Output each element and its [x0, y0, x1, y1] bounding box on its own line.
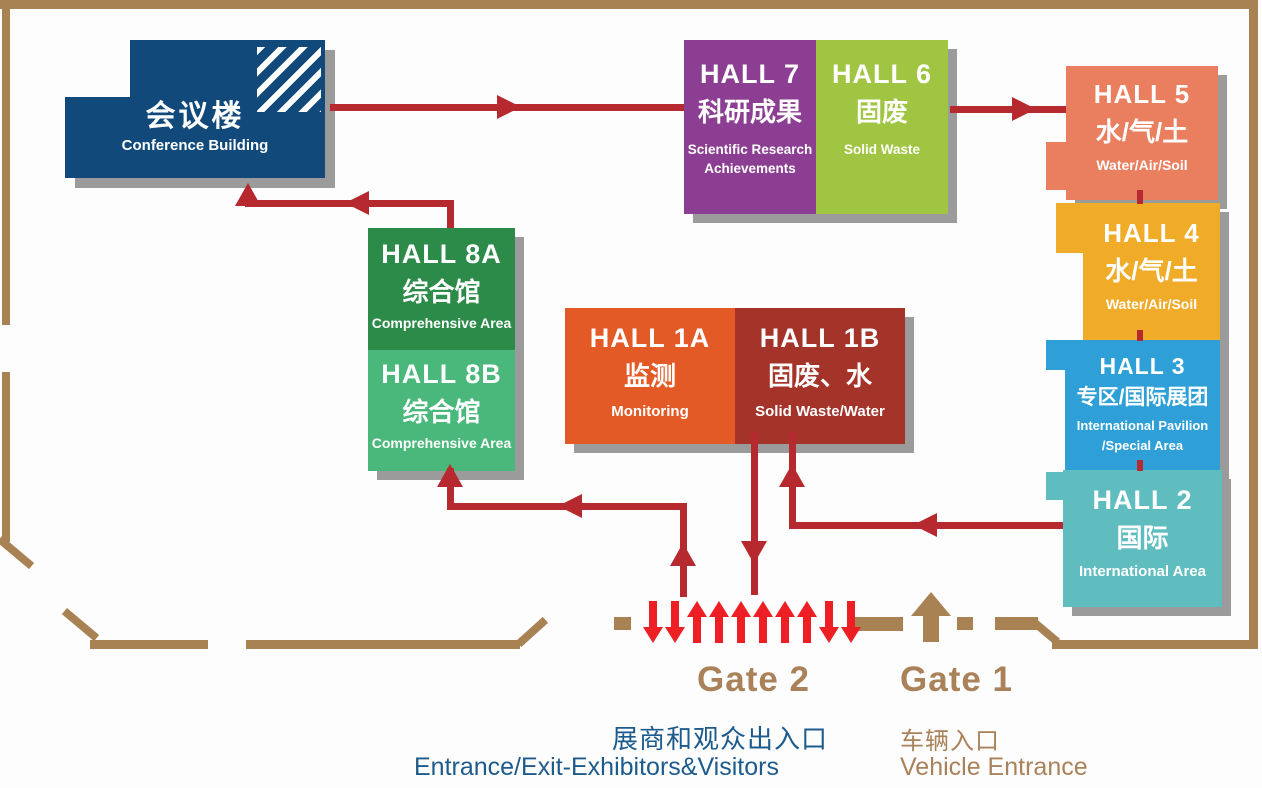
hall-7-name-en: Achievements — [704, 161, 796, 176]
hall-5-title: HALL 5 — [1093, 79, 1191, 109]
gate2-flow-arrow-up-icon — [731, 601, 751, 643]
hall-2-name-zh: 国际 — [1116, 523, 1169, 553]
route-hall6-to-hall5 — [950, 106, 1066, 113]
route-arrow-right-icon — [1012, 97, 1036, 121]
hall-3-name-en: /Special Area — [1101, 438, 1184, 453]
hall-3-door-tab — [1046, 340, 1067, 370]
boundary-left-wall-lower — [2, 372, 10, 542]
hall-8b-title: HALL 8B — [381, 359, 502, 389]
hall-1b-name-en: Solid Waste/Water — [755, 403, 885, 420]
route-hall8a-up-segment — [447, 200, 454, 228]
hall-7-title: HALL 7 — [699, 59, 800, 89]
gate2-flow-arrow-down-icon — [643, 601, 663, 643]
hall-8a-name-zh: 综合馆 — [402, 277, 481, 307]
route-hall3-hall2-connector — [1137, 460, 1143, 471]
conference-building-label: 会议楼 Conference Building — [65, 98, 325, 156]
hatched-roof-icon — [257, 47, 321, 112]
hall-3-name-zh: 专区/国际展团 — [1076, 386, 1209, 409]
gate1-description-zh: 车辆入口 — [900, 728, 1000, 755]
boundary-gate1-dash-1 — [957, 617, 973, 630]
hall-2-block: HALL 2 国际 International Area — [1063, 470, 1222, 607]
boundary-left-corner-diagonal — [0, 536, 35, 570]
hall-5-block: HALL 5 水/气/土 Water/Air/Soil — [1066, 66, 1218, 200]
hall-3-name-en: International Pavilion — [1076, 418, 1209, 433]
hall-3-block: HALL 3 专区/国际展团 International Pavilion /S… — [1065, 340, 1220, 470]
gate1-label: Gate 1 — [900, 660, 1013, 699]
gate1-description-en: Vehicle Entrance — [900, 753, 1088, 781]
hall-1b-title: HALL 1B — [759, 323, 881, 353]
hall-8b-block: HALL 8B 综合馆 Comprehensive Area — [368, 350, 515, 471]
gate1-entrance-arrow-icon — [911, 592, 951, 642]
route-arrow-down-icon — [741, 541, 767, 564]
hall-1a-block: HALL 1A 监测 Monitoring — [565, 308, 735, 444]
gate2-description-en: Entrance/Exit-Exhibitors&Visitors — [414, 753, 779, 781]
boundary-bottom-wall-3 — [1052, 640, 1258, 649]
hall-6-title: HALL 6 — [831, 59, 932, 89]
route-to-hall8b-segment — [447, 468, 454, 508]
conference-building-name-zh: 会议楼 — [145, 100, 245, 133]
hall-8a-block: HALL 8A 综合馆 Comprehensive Area — [368, 228, 515, 358]
gate2-flow-arrow-up-icon — [775, 601, 795, 643]
gate2-flow-arrow-down-icon — [841, 601, 861, 643]
gate2-flow-arrow-up-icon — [709, 601, 729, 643]
hall-4-block: HALL 4 水/气/土 Water/Air/Soil — [1083, 203, 1220, 342]
boundary-left-wall-upper — [2, 9, 10, 325]
route-arrow-up-icon — [235, 183, 261, 206]
hall-7-block: HALL 7 科研成果 Scientific Research Achievem… — [684, 40, 816, 214]
gate2-flow-arrow-down-icon — [819, 601, 839, 643]
hall-8b-name-en: Comprehensive Area — [371, 435, 512, 451]
boundary-gate1-left-bar — [853, 617, 903, 631]
hall-1a-name-zh: 监测 — [623, 361, 676, 391]
hall-1a-title: HALL 1A — [589, 323, 711, 353]
hall-1b-block: HALL 1B 固废、水 Solid Waste/Water — [735, 308, 905, 444]
hall-5-name-en: Water/Air/Soil — [1096, 157, 1188, 173]
hall-2-name-en: International Area — [1079, 563, 1206, 580]
route-arrow-up-icon — [670, 543, 696, 566]
hall-4-door-tab — [1056, 203, 1084, 253]
hall-2-door-tab — [1046, 472, 1065, 500]
gate2-flow-arrow-up-icon — [797, 601, 817, 643]
hall-6-name-zh: 固废 — [855, 97, 908, 127]
route-arrow-left-icon — [345, 191, 369, 215]
hall-5-name-zh: 水/气/土 — [1095, 117, 1189, 147]
gate2-flow-arrow-up-icon — [753, 601, 773, 643]
route-arrow-up-icon — [779, 464, 805, 487]
route-arrow-up-icon — [437, 464, 463, 487]
boundary-gate1-dash-2 — [995, 617, 1038, 630]
route-arrow-left-icon — [913, 513, 937, 537]
hall-4-name-en: Water/Air/Soil — [1105, 296, 1198, 312]
hall-1b-name-zh: 固废、水 — [767, 361, 872, 391]
hall-5-door-tab — [1046, 142, 1068, 190]
route-hall5-hall4-connector — [1137, 190, 1143, 204]
boundary-bottom-wall-2 — [246, 640, 520, 649]
conference-building-block — [65, 97, 135, 178]
boundary-top-wall — [0, 0, 1258, 9]
hall-7-name-zh: 科研成果 — [697, 97, 802, 127]
hall-1a-name-en: Monitoring — [611, 403, 689, 420]
hall-4-name-zh: 水/气/土 — [1105, 256, 1198, 286]
boundary-right-wall — [1249, 6, 1258, 648]
hall-4-title: HALL 4 — [1103, 218, 1200, 248]
boundary-bottomleft-diagonal — [61, 608, 100, 642]
hall-8b-name-zh: 综合馆 — [402, 397, 481, 427]
gate2-flow-arrow-up-icon — [687, 601, 707, 643]
hall-2-title: HALL 2 — [1092, 485, 1193, 515]
hall-6-name-en: Solid Waste — [843, 142, 920, 157]
conference-building-name-en: Conference Building — [121, 137, 269, 154]
gate2-description-zh: 展商和观众出入口 — [612, 724, 829, 754]
route-hall4-hall3-connector — [1137, 330, 1143, 341]
boundary-gate2-left-diagonal — [516, 616, 549, 647]
hall-6-block: HALL 6 固废 Solid Waste — [816, 40, 948, 214]
route-arrow-left-icon — [558, 494, 582, 518]
route-hall1b-to-gate2-segment — [751, 432, 758, 595]
hall-8a-name-en: Comprehensive Area — [371, 315, 512, 331]
route-arrow-right-icon — [497, 95, 521, 119]
gate2-flow-arrow-down-icon — [665, 601, 685, 643]
gate2-label: Gate 2 — [697, 660, 810, 699]
boundary-bottom-wall-1 — [90, 640, 208, 649]
hall-8a-title: HALL 8A — [381, 239, 502, 269]
hall-3-title: HALL 3 — [1099, 353, 1186, 379]
hall-7-name-en: Scientific Research — [687, 142, 813, 157]
boundary-gate2-dash — [614, 617, 631, 630]
